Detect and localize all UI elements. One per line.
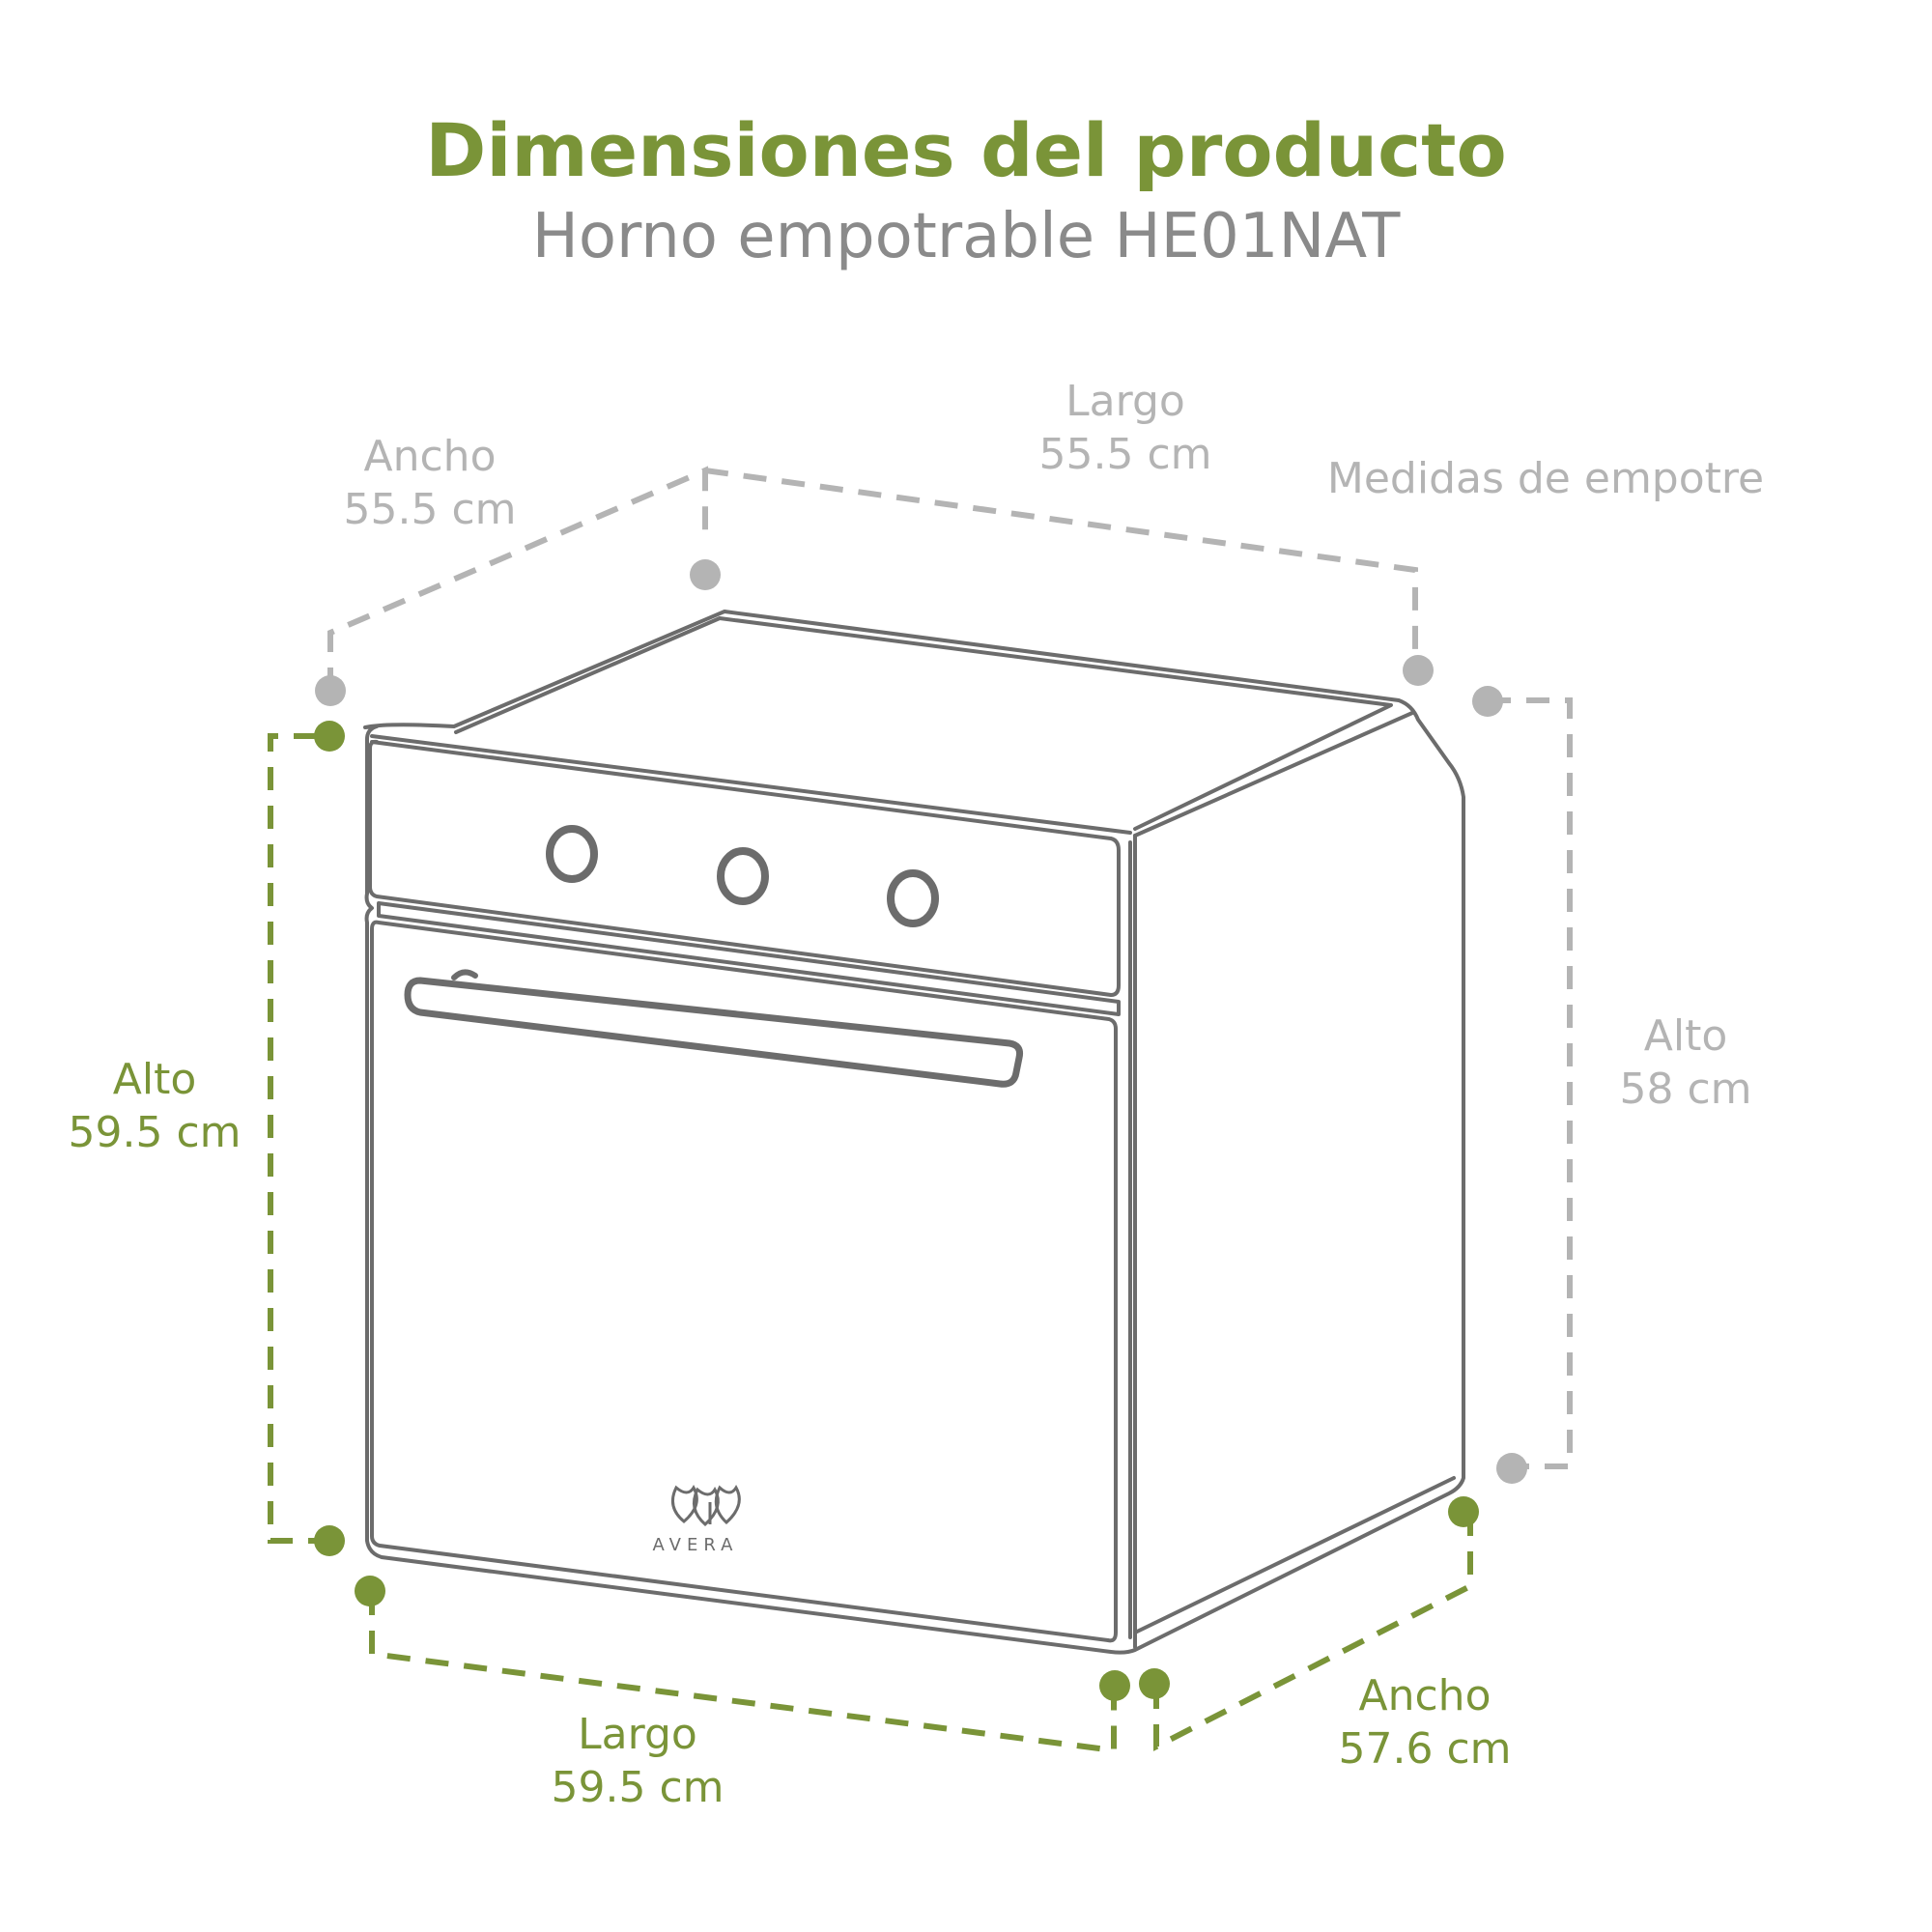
producto-dimension-lines [268,733,1473,1754]
producto-dot [314,721,345,752]
producto-alto-line [268,733,317,1544]
producto-ancho-label: Ancho 57.6 cm [1280,1669,1570,1776]
oven-door-outline [370,920,1118,1643]
empotre-ancho-name: Ancho [363,432,497,481]
empotre-alto-value: 58 cm [1619,1065,1752,1114]
knob-icon [717,847,769,905]
empotre-dot [1403,655,1434,686]
empotre-alto-label: Alto 58 cm [1550,1009,1821,1116]
producto-dot [1099,1670,1130,1701]
oven-side-top [1133,711,1414,838]
empotre-alto-line [1488,697,1573,1469]
oven-handle [404,977,1023,1088]
empotre-largo-line [704,468,1418,667]
empotre-largo-label: Largo 55.5 cm [980,375,1270,481]
producto-dot [314,1525,345,1556]
producto-dot [1139,1668,1170,1699]
empotre-largo-name: Largo [1065,377,1185,426]
empotre-dot [1496,1453,1527,1484]
leaf-icon [714,1485,741,1525]
producto-alto-name: Alto [112,1055,197,1104]
oven-top-edge [454,616,1393,831]
empotre-dot [690,559,721,590]
producto-ancho-name: Ancho [1358,1671,1492,1720]
producto-largo-value: 59.5 cm [551,1763,724,1812]
producto-dot [355,1576,385,1606]
producto-dimension-dots [314,721,1479,1701]
oven-outer-outline [363,610,1465,1655]
producto-alto-label: Alto 59.5 cm [53,1053,256,1159]
producto-ancho-value: 57.6 cm [1338,1724,1512,1774]
empotre-ancho-label: Ancho 55.5 cm [290,430,570,536]
empotre-dimension-lines [327,466,1573,1469]
page-title: Dimensiones del producto [425,107,1507,193]
empotre-dot [1472,686,1503,717]
oven-knobs [546,825,939,927]
empotre-dimension-dots [315,559,1527,1484]
empotre-dot [315,675,346,706]
empotre-alto-name: Alto [1643,1011,1728,1061]
producto-ancho-line [1153,1517,1473,1751]
brand-name: AVERA [653,1535,739,1555]
empotre-largo-value: 55.5 cm [1038,430,1212,479]
panel-door-gap [377,901,1121,1016]
knob-icon [546,825,598,883]
page-subtitle: Horno empotrable HE01NAT [531,201,1401,272]
empotre-ancho-value: 55.5 cm [343,485,517,534]
producto-dot [1448,1496,1479,1527]
oven-side-bottom [1133,1476,1456,1634]
handle-mount-left [451,969,478,980]
producto-largo-line [369,1592,1117,1754]
producto-alto-value: 59.5 cm [68,1108,242,1157]
oven-top-front-edge [370,734,1132,835]
leaf-icon [670,1485,698,1523]
empotre-section-label: Medidas de empotre [1326,454,1765,503]
knob-icon [887,869,939,927]
producto-largo-name: Largo [578,1710,697,1759]
control-panel-outline [368,739,1121,997]
oven-drawing [363,610,1465,1655]
avera-logo [670,1485,741,1527]
producto-largo-label: Largo 59.5 cm [488,1708,787,1814]
